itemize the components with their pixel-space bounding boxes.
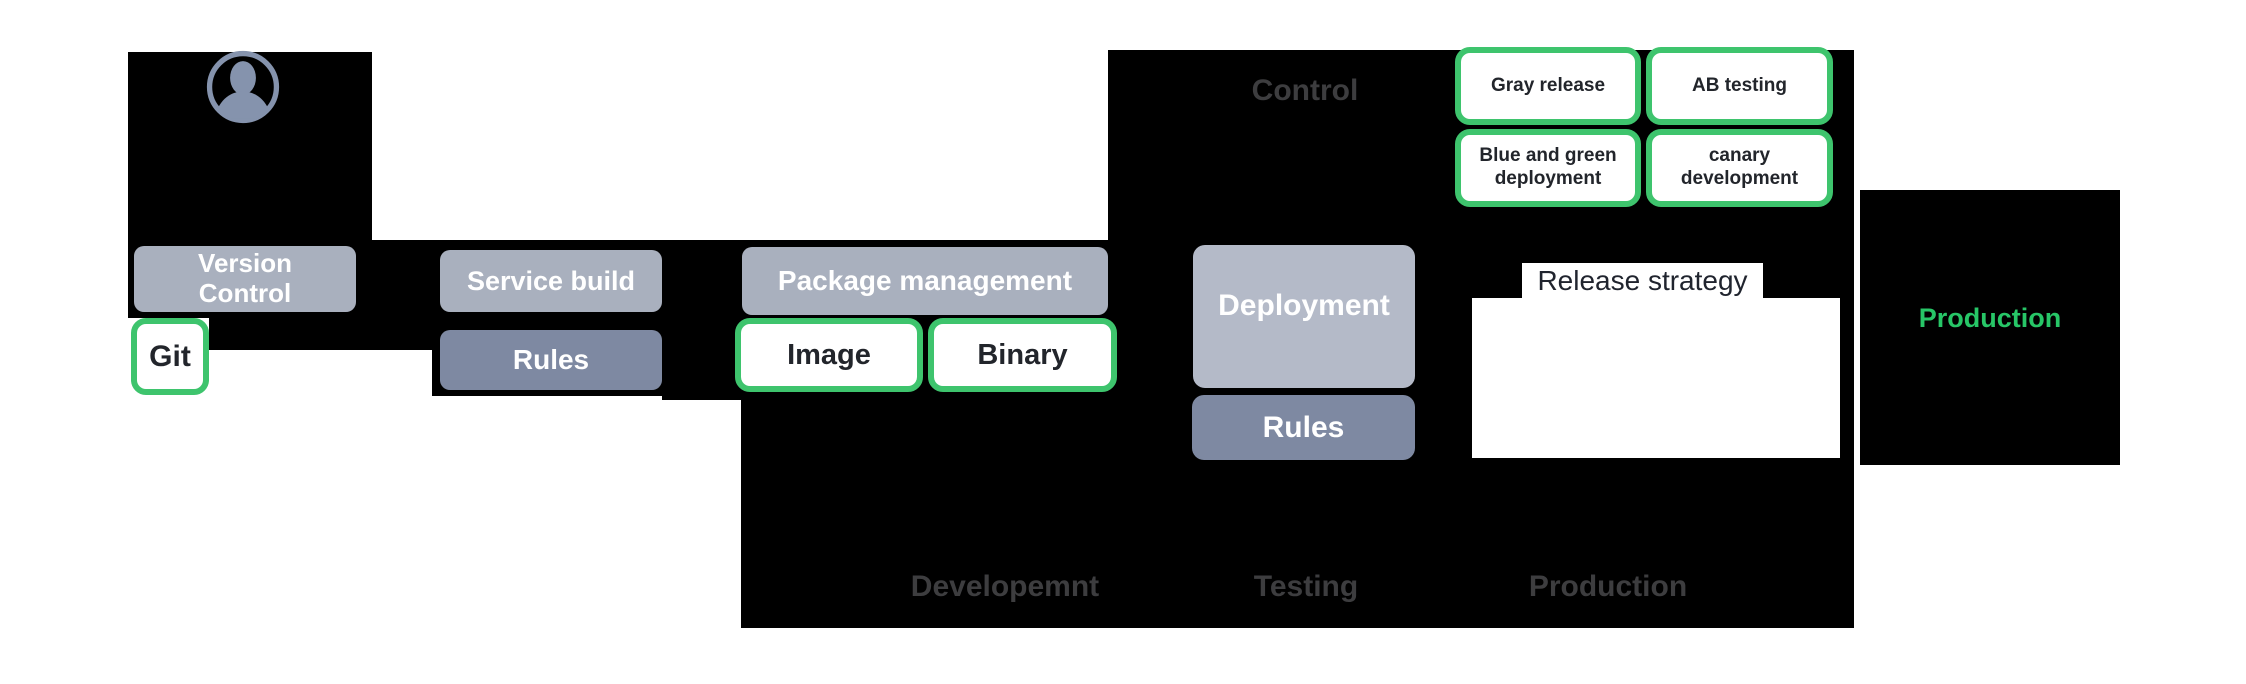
- deployment-node[interactable]: Deployment: [1193, 245, 1415, 388]
- release-strategy-panel: [1472, 298, 1840, 458]
- git-label: Git: [149, 339, 191, 373]
- binary-label: Binary: [977, 338, 1068, 371]
- connector-block: [662, 240, 746, 400]
- stage-label-testing: Testing: [1253, 570, 1359, 603]
- version-control-node[interactable]: Version Control: [134, 246, 356, 312]
- git-node[interactable]: Git: [131, 318, 209, 395]
- strategy-ab-testing-label: AB testing: [1692, 74, 1787, 96]
- image-label: Image: [787, 338, 871, 371]
- strategy-ab-testing-button[interactable]: AB testing: [1646, 47, 1833, 125]
- control-stage-label: Control: [1251, 74, 1359, 107]
- service-build-node[interactable]: Service build: [440, 250, 662, 312]
- strategy-blue-green-button[interactable]: Blue and green deployment: [1455, 129, 1641, 207]
- binary-node[interactable]: Binary: [928, 318, 1117, 392]
- strategy-blue-green-label: Blue and green deployment: [1479, 145, 1617, 189]
- strategy-gray-release-label: Gray release: [1490, 74, 1606, 96]
- build-rules-node[interactable]: Rules: [440, 330, 662, 390]
- release-strategy-title: Release strategy: [1522, 263, 1763, 299]
- package-management-label: Package management: [777, 265, 1073, 296]
- service-build-label: Service build: [466, 265, 636, 296]
- git-connector-strip: [209, 318, 440, 350]
- strategy-canary-label: canary development: [1680, 145, 1799, 189]
- user-avatar-icon: [205, 49, 281, 125]
- strategy-gray-release-button[interactable]: Gray release: [1455, 47, 1641, 125]
- stage-label-production: Production: [1528, 570, 1688, 603]
- strategy-canary-button[interactable]: canary development: [1646, 129, 1833, 207]
- package-management-node[interactable]: Package management: [742, 247, 1108, 315]
- image-node[interactable]: Image: [735, 318, 923, 392]
- deployment-label: Deployment: [1218, 288, 1390, 322]
- version-control-label: Version Control: [198, 248, 292, 308]
- stage-label-development: Developemnt: [910, 570, 1100, 603]
- production-stage-block: [1860, 190, 2120, 465]
- deploy-rules-label: Rules: [1262, 410, 1345, 444]
- build-rules-label: Rules: [512, 344, 590, 375]
- production-node-label: Production: [1918, 303, 2062, 333]
- deploy-rules-node[interactable]: Rules: [1192, 395, 1415, 460]
